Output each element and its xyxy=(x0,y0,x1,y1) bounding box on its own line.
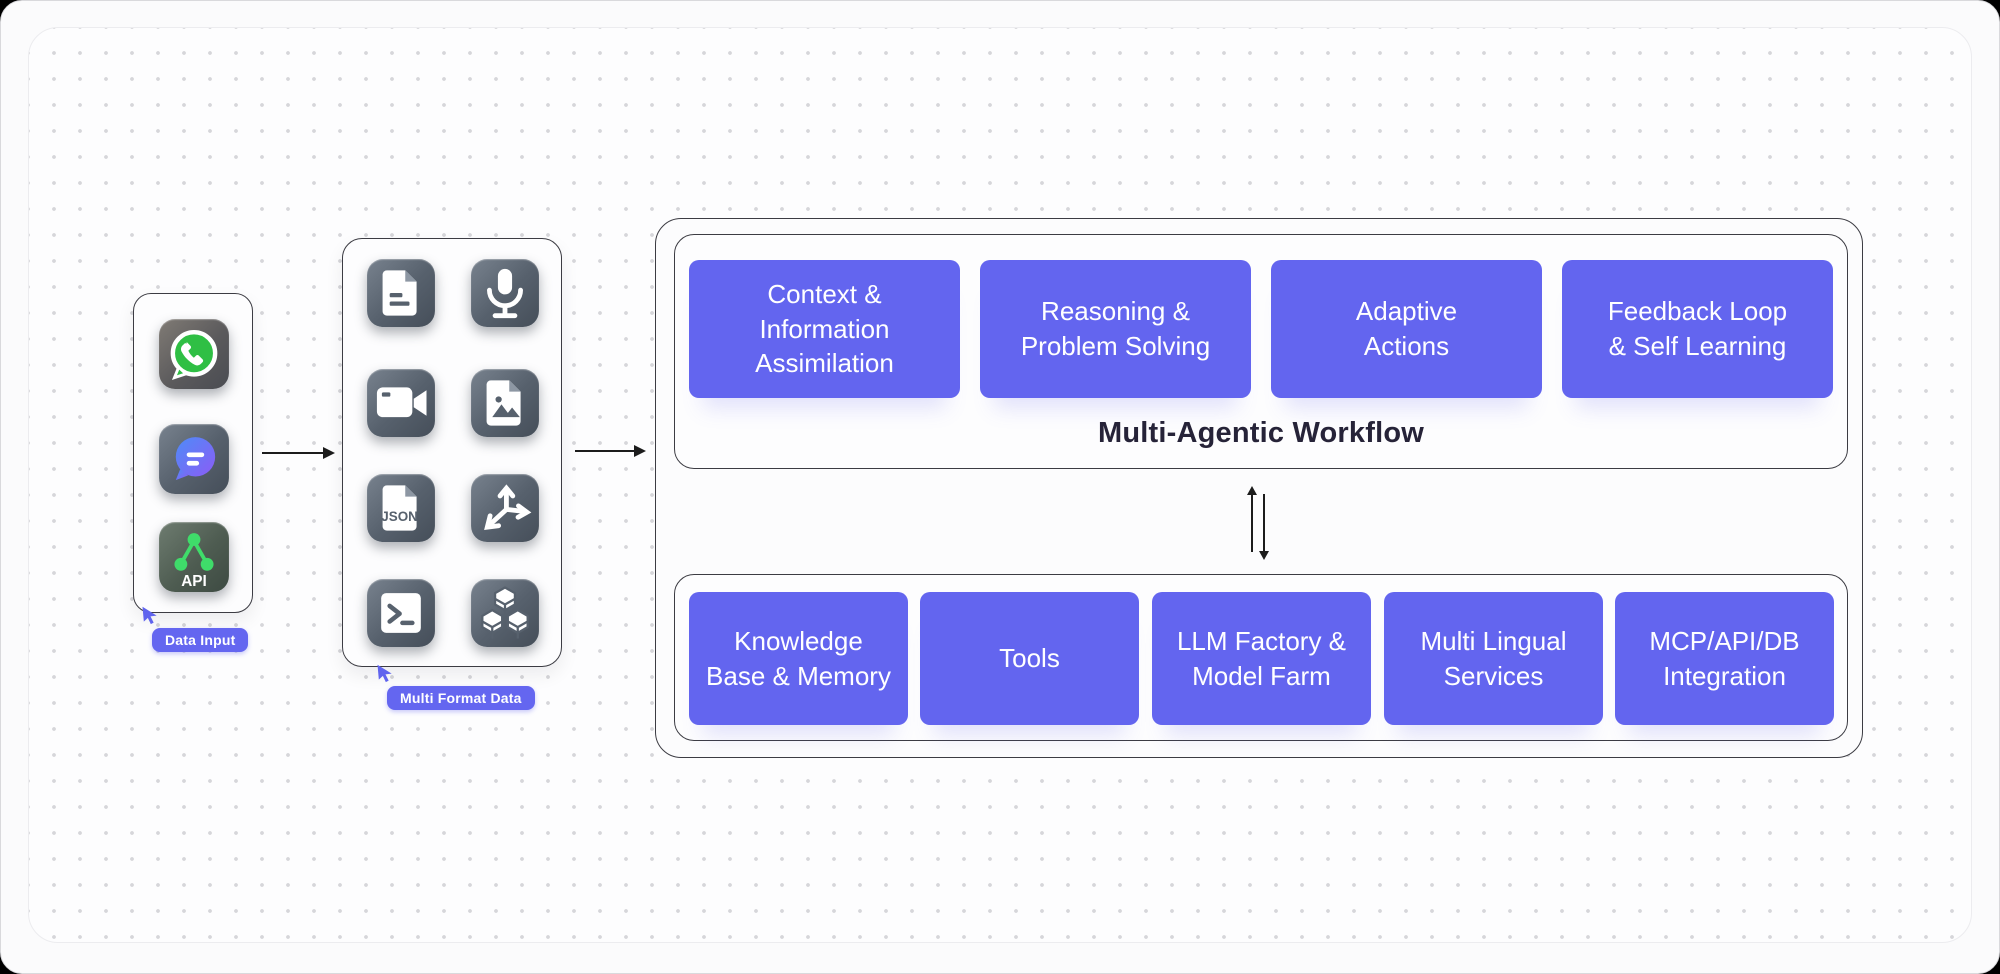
chat-icon[interactable] xyxy=(159,424,229,494)
image-file-icon[interactable] xyxy=(471,369,539,437)
box-tools[interactable]: Tools xyxy=(920,592,1139,725)
json-icon-label: JSON xyxy=(381,509,418,524)
data-input-card[interactable]: API xyxy=(133,293,253,613)
pointer-cursor-icon xyxy=(142,606,157,625)
api-icon[interactable]: API xyxy=(159,522,229,592)
box-feedback-loop-self-learning[interactable]: Feedback Loop & Self Learning xyxy=(1562,260,1833,398)
whatsapp-icon[interactable] xyxy=(159,319,229,389)
split-arrows-icon[interactable] xyxy=(471,474,539,542)
multi-format-label-pill[interactable]: Multi Format Data xyxy=(387,686,535,710)
multi-agentic-workflow-panel[interactable]: Context & Information Assimilation Reaso… xyxy=(674,234,1848,469)
box-multi-lingual-services[interactable]: Multi Lingual Services xyxy=(1384,592,1603,725)
bidirectional-arrow-icon[interactable] xyxy=(1246,486,1270,560)
multi-format-card[interactable]: JSON xyxy=(342,238,562,667)
box-adaptive-actions[interactable]: Adaptive Actions xyxy=(1271,260,1542,398)
flow-arrow-format-to-workflow[interactable] xyxy=(575,443,646,459)
workflow-panel-title: Multi-Agentic Workflow xyxy=(1097,417,1425,449)
services-panel[interactable]: Knowledge Base & Memory Tools LLM Factor… xyxy=(674,574,1848,741)
box-context-information-assimilation[interactable]: Context & Information Assimilation xyxy=(689,260,960,398)
pointer-cursor-icon xyxy=(377,664,392,683)
box-llm-factory-model-farm[interactable]: LLM Factory & Model Farm xyxy=(1152,592,1371,725)
api-icon-label: API xyxy=(181,573,207,590)
box-reasoning-problem-solving[interactable]: Reasoning & Problem Solving xyxy=(980,260,1251,398)
terminal-icon[interactable] xyxy=(367,579,435,647)
box-mcp-api-db-integration[interactable]: MCP/API/DB Integration xyxy=(1615,592,1834,725)
microphone-icon[interactable] xyxy=(471,259,539,327)
agentic-system-container[interactable]: Context & Information Assimilation Reaso… xyxy=(655,218,1863,758)
flow-arrow-input-to-format[interactable] xyxy=(262,445,335,461)
cubes-icon[interactable] xyxy=(471,579,539,647)
video-icon[interactable] xyxy=(367,369,435,437)
document-icon[interactable] xyxy=(367,259,435,327)
data-input-label-pill[interactable]: Data Input xyxy=(152,628,249,652)
json-file-icon[interactable]: JSON xyxy=(367,474,435,542)
box-knowledge-base-memory[interactable]: Knowledge Base & Memory xyxy=(689,592,908,725)
